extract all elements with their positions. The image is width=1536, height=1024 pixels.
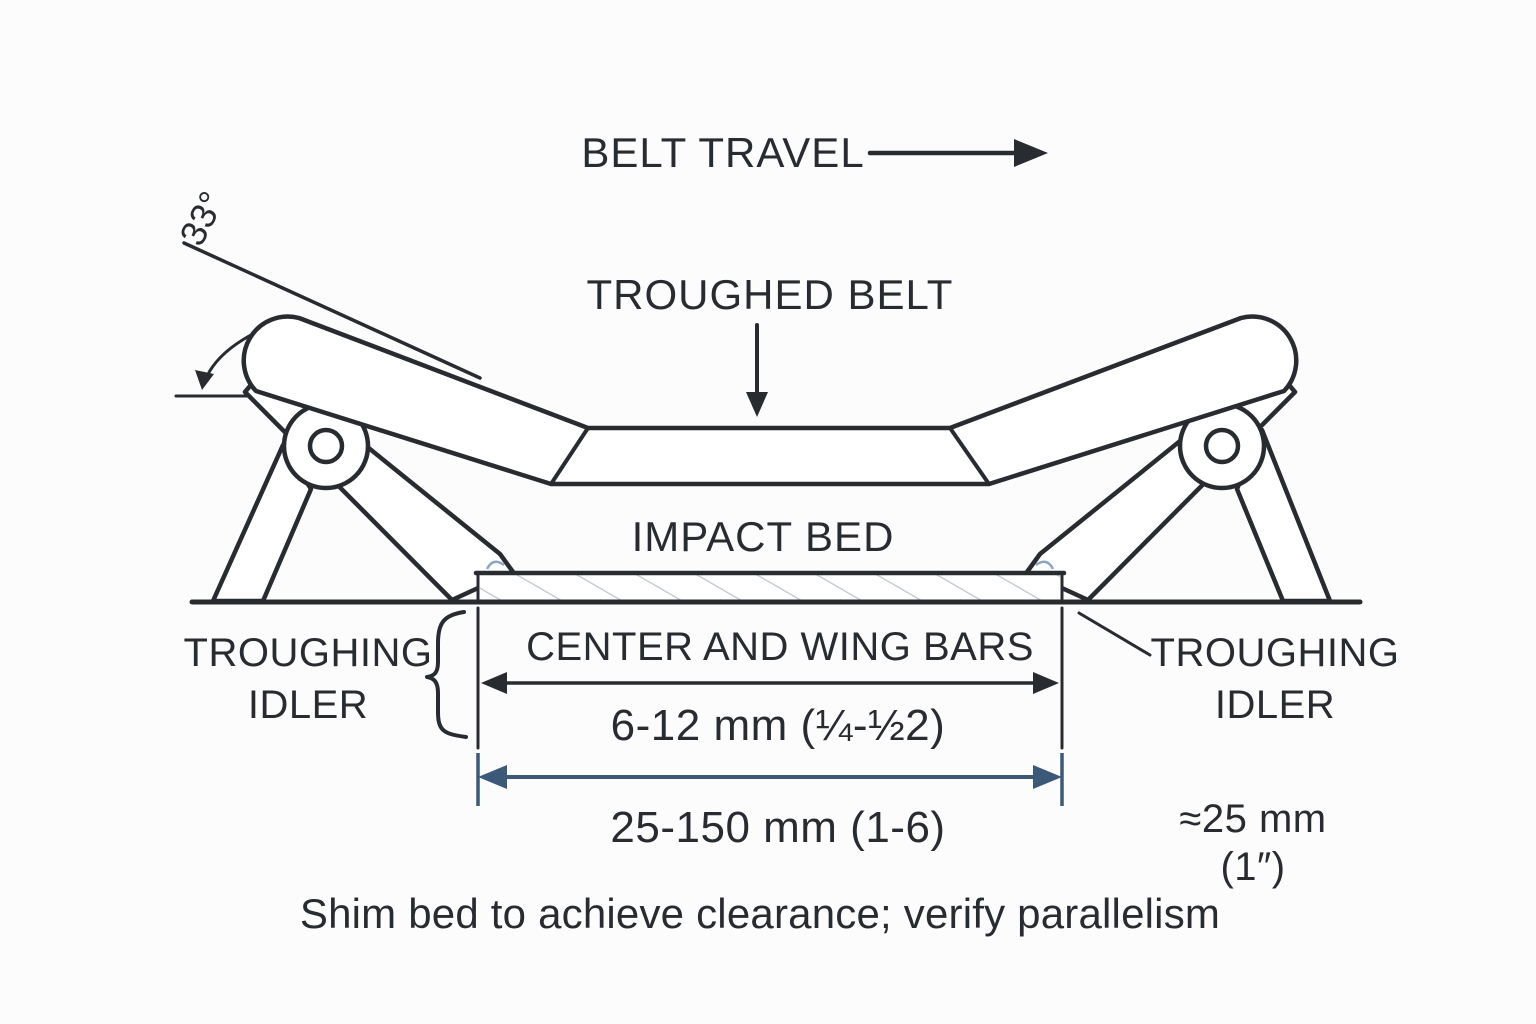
belt-right-knuckle-line (948, 426, 991, 486)
caption: Shim bed to achieve clearance; verify pa… (300, 890, 1220, 937)
bed-width-dimension-label: 25-150 mm (1-6) (610, 803, 945, 852)
svg-text:TROUGHING: TROUGHING (184, 631, 433, 675)
troughed-belt-arrow-icon (746, 323, 768, 417)
trough-angle-label: 33° (171, 185, 232, 252)
clearance-dimension-label: ≈25 mm (1″) (1179, 797, 1326, 889)
belt-travel-arrow-icon (867, 139, 1048, 167)
belt-travel-label: BELT TRAVEL (581, 129, 864, 176)
svg-text:IDLER: IDLER (1215, 683, 1335, 727)
troughing-idler-label-left: TROUGHING IDLER (184, 631, 433, 727)
impact-bed-label: IMPACT BED (632, 513, 895, 560)
svg-text:IDLER: IDLER (248, 683, 368, 727)
troughing-idler-label-right: TROUGHING IDLER (1151, 631, 1400, 727)
right-corner-mark (1035, 560, 1055, 570)
bed-width-dimension-arrow (478, 765, 1062, 789)
bar-gap-dimension-label: 6-12 mm (¼-½2) (611, 701, 946, 750)
center-and-wing-bars-label: CENTER AND WING BARS (526, 625, 1034, 669)
belt-left-knuckle-line (549, 426, 590, 486)
left-corner-mark (485, 560, 505, 570)
idler-leader-line (1077, 611, 1152, 657)
svg-text:≈25 mm: ≈25 mm (1179, 797, 1326, 841)
impact-bed-bar (473, 560, 1067, 604)
svg-text:(1″): (1″) (1220, 845, 1285, 889)
angle-arc-arrowhead-icon (195, 370, 214, 390)
left-brace (425, 610, 468, 739)
left-roller (281, 401, 371, 491)
right-roller (1177, 401, 1267, 491)
angle-reference-line (182, 241, 482, 380)
svg-text:TROUGHING: TROUGHING (1151, 631, 1400, 675)
troughed-belt-label: TROUGHED BELT (587, 271, 954, 318)
troughed-belt-shape (241, 314, 1299, 487)
bars-dimension-arrow (481, 672, 1059, 694)
